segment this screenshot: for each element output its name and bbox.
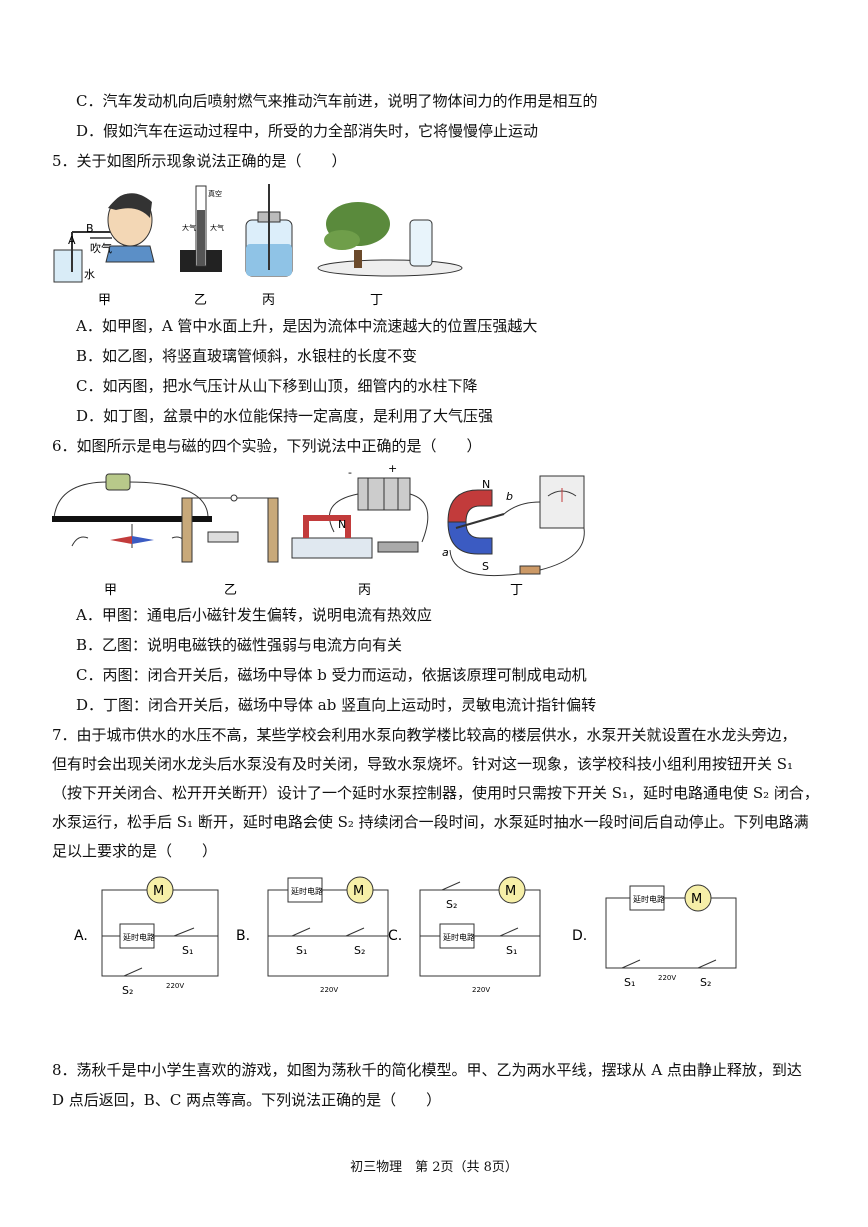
q5-label-water: 水: [84, 268, 95, 281]
q7-d-s1: S₁: [624, 976, 635, 989]
q7-c-box: 延时电路: [443, 932, 475, 942]
q7-b-label: B.: [236, 928, 250, 944]
q5-label-b: B: [86, 222, 94, 235]
page-footer: 初三物理 第 2页（共 8页）: [350, 1160, 518, 1175]
q5-label-a: A: [68, 234, 76, 247]
q7-d-motor: M: [691, 892, 702, 907]
q5-figure: A B 吹气 水 真空 大气 大气 甲 乙 丙 丁: [53, 184, 463, 308]
q6-label-n1: N: [338, 518, 346, 531]
q7-a-motor: M: [153, 884, 164, 899]
q5-option-c: C．如丙图，把水气压计从山下移到山顶，细管内的水柱下降: [76, 377, 478, 395]
q5-option-d: D．如丁图，盆景中的水位能保持一定高度，是利用了大气压强: [76, 407, 494, 425]
q7-b-s2: S₂: [354, 944, 365, 957]
q7-line-3: （按下开关闭合、松开开关断开）设计了一个延时水泵控制器，使用时只需按下开关 S₁…: [52, 784, 819, 802]
q6-label-a: a: [442, 546, 449, 559]
q6-option-a: A．甲图：通电后小磁针发生偏转，说明电流有热效应: [76, 606, 432, 624]
q6-stem: 6．如图所示是电与磁的四个实验，下列说法中正确的是（ ）: [52, 437, 482, 455]
q7-a-label: A.: [74, 928, 88, 944]
q5-fig-ding: [317, 202, 463, 277]
q7-line-1: 7．由于城市供水的水压不高，某些学校会利用水泵向教学楼比较高的楼层供水，水泵开关…: [52, 726, 797, 744]
q6-cap-bing: 丙: [358, 583, 371, 598]
q6-fig-yi: [181, 494, 279, 563]
q8-line-1: 8．荡秋千是中小学生喜欢的游戏，如图为荡秋千的简化模型。甲、乙为两水平线，摆球从…: [52, 1061, 802, 1079]
q5-label-air2: 大气: [210, 223, 224, 232]
q7-d-v: 220V: [658, 974, 676, 982]
q5-option-a: A．如甲图，A 管中水面上升，是因为流体中流速越大的位置压强越大: [76, 317, 538, 335]
q4-option-c: C．汽车发动机向后喷射燃气来推动汽车前进，说明了物体间力的作用是相互的: [76, 92, 598, 110]
q7-b-motor: M: [353, 884, 364, 899]
q5-cap-ding: 丁: [370, 293, 383, 308]
q6-label-plus: +: [388, 462, 397, 475]
q6-fig-ding: N S a b: [442, 475, 585, 577]
q8-line-2: D 点后返回，B、C 两点等高。下列说法正确的是（ ）: [52, 1091, 442, 1109]
q7-d-box: 延时电路: [633, 894, 665, 904]
q5-stem: 5．关于如图所示现象说法正确的是（ ）: [52, 152, 347, 170]
q6-fig-bing: - + N: [291, 462, 429, 559]
q5-label-air1: 大气: [182, 223, 196, 232]
q5-fig-jia: A B 吹气 水: [53, 193, 155, 283]
q7-b-s1: S₁: [296, 944, 307, 957]
q7-line-5: 足以上要求的是（ ）: [52, 842, 218, 860]
q5-cap-yi: 乙: [194, 293, 207, 308]
q5-label-vacuum: 真空: [208, 189, 222, 198]
q6-label-minus: -: [348, 466, 352, 479]
q6-figure: - + N N S a b 甲 乙 丙 丁: [52, 462, 585, 598]
q7-c-v: 220V: [472, 986, 490, 994]
q7-b-box: 延时电路: [291, 886, 323, 896]
q6-label-b: b: [506, 490, 513, 503]
q7-circuit-d: D. 延时电路 M S₁ S₂ 220V: [572, 884, 737, 989]
q6-option-d: D．丁图：闭合开关后，磁场中导体 ab 竖直向上运动时，灵敏电流计指针偏转: [76, 696, 597, 714]
q5-cap-jia: 甲: [98, 293, 111, 308]
q5-fig-yi: 真空 大气 大气: [180, 185, 224, 272]
q7-d-label: D.: [572, 928, 587, 944]
q7-b-v: 220V: [320, 986, 338, 994]
q7-c-s1: S₁: [506, 944, 517, 957]
q7-d-s2: S₂: [700, 976, 711, 989]
q6-label-n2: N: [482, 478, 490, 491]
q7-a-s1: S₁: [182, 944, 193, 957]
q6-fig-jia: [52, 473, 212, 548]
q7-line-2: 但有时会出现关闭水龙头后水泵没有及时关闭，导致水泵烧坏。针对这一现象，该学校科技…: [52, 755, 794, 773]
q6-option-b: B．乙图：说明电磁铁的磁性强弱与电流方向有关: [76, 636, 403, 654]
q5-cap-bing: 丙: [262, 293, 275, 308]
q6-cap-ding: 丁: [510, 583, 523, 598]
q5-fig-bing: [245, 184, 293, 277]
q7-circuits: A. M 延时电路 S₁ S₂ 220V B. 延时电路 M S₁ S₂ 220…: [74, 876, 737, 997]
q7-c-motor: M: [505, 884, 516, 899]
q6-label-s: S: [482, 560, 489, 573]
q7-circuit-a: A. M 延时电路 S₁ S₂ 220V: [74, 876, 219, 997]
q7-line-4: 水泵运行，松手后 S₁ 断开，延时电路会使 S₂ 持续闭合一段时间，水泵延时抽水…: [52, 813, 809, 831]
q6-cap-yi: 乙: [224, 583, 237, 598]
q7-c-s2: S₂: [446, 898, 457, 911]
q7-circuit-b: B. 延时电路 M S₁ S₂ 220V: [236, 876, 389, 994]
q7-a-s2: S₂: [122, 984, 133, 997]
q7-a-box: 延时电路: [123, 932, 155, 942]
q6-cap-jia: 甲: [104, 583, 117, 598]
q7-c-label: C.: [388, 928, 402, 944]
q7-circuit-c: C. S₂ M 延时电路 S₁ 220V: [388, 876, 541, 994]
q5-label-blow: 吹气: [90, 241, 112, 255]
q6-option-c: C．丙图：闭合开关后，磁场中导体 b 受力而运动，依据该原理可制成电动机: [76, 666, 587, 684]
q7-a-v: 220V: [166, 982, 184, 990]
q5-option-b: B．如乙图，将竖直玻璃管倾斜，水银柱的长度不变: [76, 347, 418, 365]
q4-option-d: D．假如汽车在运动过程中，所受的力全部消失时，它将慢慢停止运动: [76, 122, 539, 140]
